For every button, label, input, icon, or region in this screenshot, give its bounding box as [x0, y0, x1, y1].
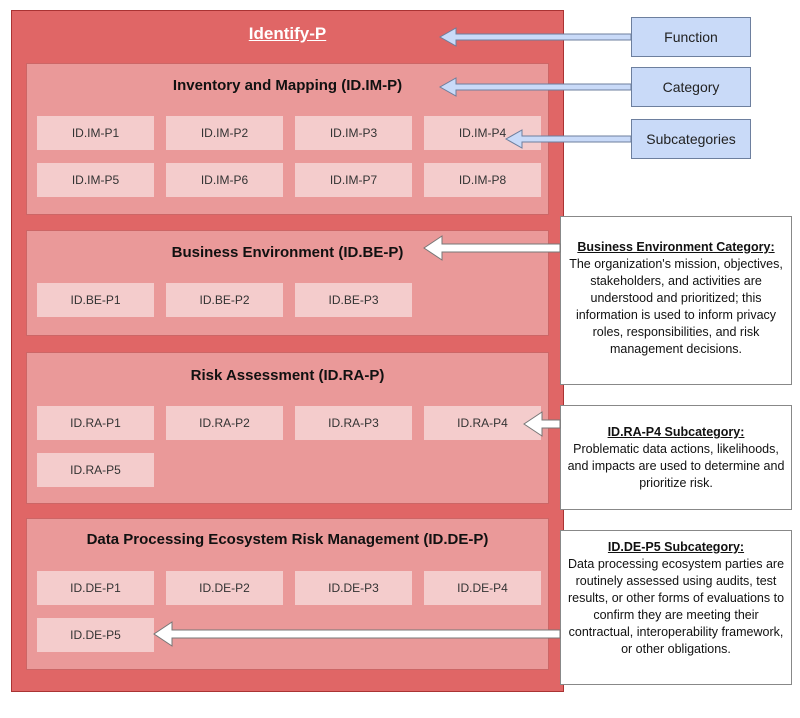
subcategory-id-be-p3: ID.BE-P3 — [295, 283, 412, 317]
arrow-id-de-p5 — [153, 621, 561, 647]
subcategory-id-de-p5: ID.DE-P5 — [37, 618, 154, 652]
subcategory-id-im-p7: ID.IM-P7 — [295, 163, 412, 197]
subcategory-id-im-p1: ID.IM-P1 — [37, 116, 154, 150]
note-title-id-de-p5: ID.DE-P5 Subcategory: — [607, 540, 745, 554]
subcategory-id-im-p2: ID.IM-P2 — [166, 116, 283, 150]
note-id-ra-p4: ID.RA-P4 Subcategory: Problematic data a… — [560, 405, 792, 510]
note-business-environment: Business Environment Category: The organ… — [560, 216, 792, 385]
category-title-data-processing: Data Processing Ecosystem Risk Managemen… — [86, 531, 489, 548]
arrow-business-environment — [423, 235, 561, 261]
subcategory-id-de-p1: ID.DE-P1 — [37, 571, 154, 605]
subcategory-id-be-p2: ID.BE-P2 — [166, 283, 283, 317]
subcategory-id-be-p1: ID.BE-P1 — [37, 283, 154, 317]
subcategory-id-ra-p4: ID.RA-P4 — [424, 406, 541, 440]
note-body-id-de-p5: Data processing ecosystem parties are ro… — [567, 557, 785, 656]
subcategory-id-ra-p2: ID.RA-P2 — [166, 406, 283, 440]
subcategory-id-de-p2: ID.DE-P2 — [166, 571, 283, 605]
function-label: Function — [631, 17, 751, 57]
subcategory-id-ra-p1: ID.RA-P1 — [37, 406, 154, 440]
subcategory-id-im-p5: ID.IM-P5 — [37, 163, 154, 197]
subcategory-id-im-p8: ID.IM-P8 — [424, 163, 541, 197]
note-body-id-ra-p4: Problematic data actions, likelihoods, a… — [567, 442, 785, 490]
arrow-id-ra-p4 — [523, 411, 561, 437]
function-title: Identify-P — [248, 24, 327, 43]
subcategory-id-im-p3: ID.IM-P3 — [295, 116, 412, 150]
note-title-business-environment: Business Environment Category: — [577, 240, 775, 254]
category-title-business-environment: Business Environment (ID.BE-P) — [171, 244, 404, 261]
note-body-business-environment: The organization's mission, objectives, … — [569, 257, 783, 356]
arrow-subcategories — [504, 129, 632, 149]
note-id-de-p5: ID.DE-P5 Subcategory: Data processing ec… — [560, 530, 792, 685]
category-title-inventory: Inventory and Mapping (ID.IM-P) — [172, 77, 403, 94]
subcategory-id-ra-p5: ID.RA-P5 — [37, 453, 154, 487]
category-label: Category — [631, 67, 751, 107]
subcategories-label: Subcategories — [631, 119, 751, 159]
category-title-risk-assessment: Risk Assessment (ID.RA-P) — [190, 367, 385, 384]
arrow-category — [438, 77, 632, 97]
subcategory-id-de-p3: ID.DE-P3 — [295, 571, 412, 605]
subcategory-id-de-p4: ID.DE-P4 — [424, 571, 541, 605]
subcategory-id-im-p6: ID.IM-P6 — [166, 163, 283, 197]
note-title-id-ra-p4: ID.RA-P4 Subcategory: — [607, 425, 745, 439]
subcategory-id-ra-p3: ID.RA-P3 — [295, 406, 412, 440]
arrow-function — [438, 27, 632, 47]
